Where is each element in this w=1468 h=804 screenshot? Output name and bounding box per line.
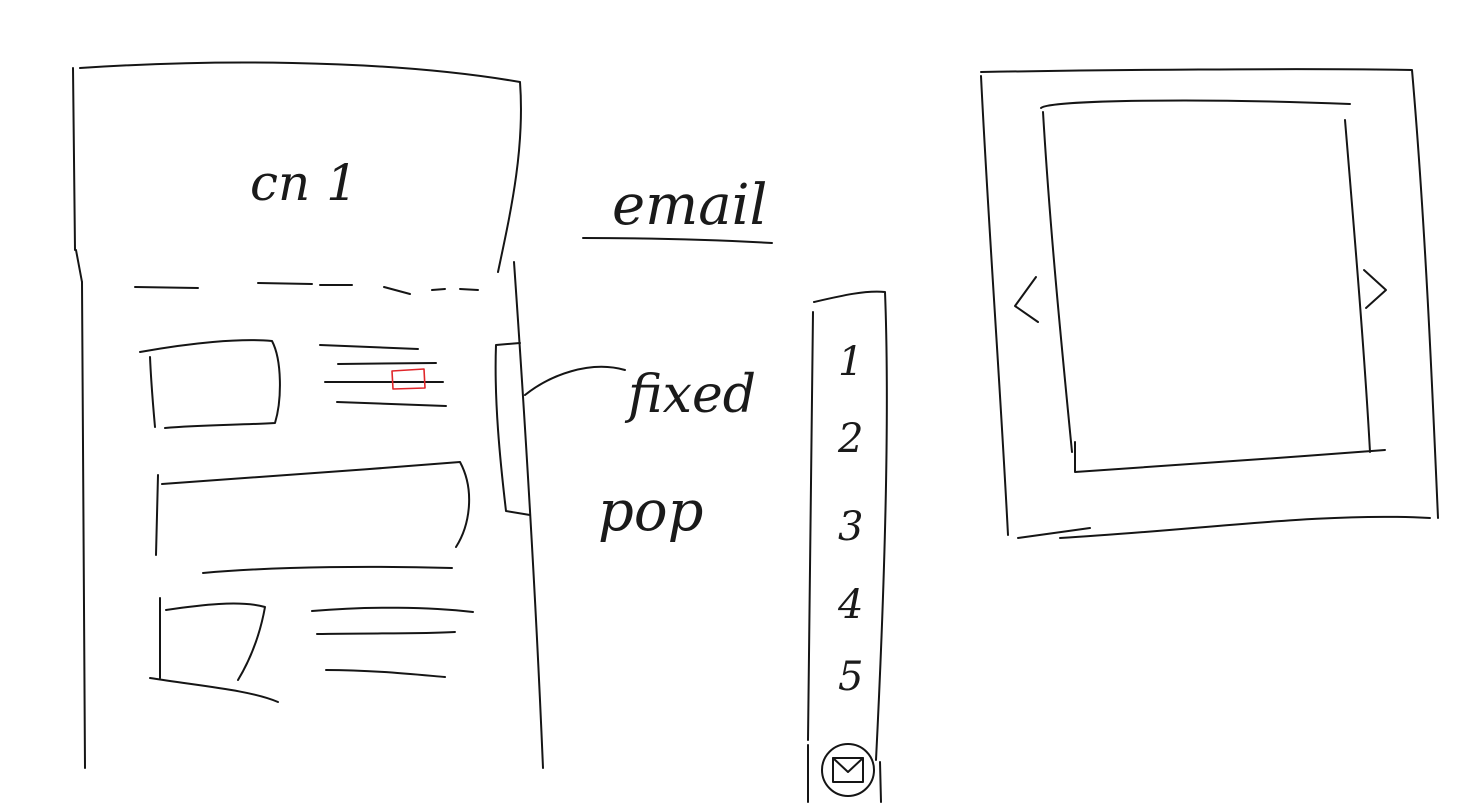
email-label: email bbox=[612, 173, 767, 238]
list-item-1-line-4 bbox=[336, 401, 447, 407]
list-item-2-card bbox=[155, 461, 471, 556]
carousel-mockup bbox=[980, 68, 1439, 539]
carousel-inner-frame bbox=[1040, 99, 1386, 473]
pop-label: pop bbox=[598, 479, 703, 544]
list-item-1-thumb bbox=[139, 339, 281, 429]
page-number-2[interactable]: 2 bbox=[837, 416, 863, 462]
fixed-callout-line bbox=[524, 365, 626, 396]
list-item-3-line-3 bbox=[325, 669, 446, 678]
fixed-side-tab bbox=[494, 342, 531, 516]
phone-body-left-edge bbox=[81, 281, 86, 769]
email-underline bbox=[582, 237, 773, 244]
phone-body-right-edge bbox=[513, 261, 544, 769]
fixed-label: fixed bbox=[624, 365, 756, 425]
pagination-bar-outline bbox=[807, 290, 888, 803]
list-item-3-thumb bbox=[149, 597, 279, 703]
header-dashed-divider bbox=[134, 282, 479, 295]
list-item-1-line-2 bbox=[337, 362, 437, 365]
page-number-1[interactable]: 1 bbox=[838, 339, 863, 385]
carousel-next-arrow[interactable] bbox=[1363, 269, 1387, 309]
list-item-2-baseline bbox=[202, 565, 453, 574]
page-number-5[interactable]: 5 bbox=[838, 654, 863, 700]
phone-header-left-tick bbox=[75, 249, 83, 283]
list-item-3-line-1 bbox=[311, 606, 474, 613]
annotations: email fixed pop bbox=[524, 173, 773, 544]
phone-header-box bbox=[72, 61, 522, 273]
list-item-1-line-1 bbox=[319, 344, 419, 350]
mail-icon[interactable] bbox=[821, 743, 875, 797]
page-number-3[interactable]: 3 bbox=[838, 504, 863, 550]
highlight-badge bbox=[391, 368, 426, 390]
pagination-bar: 1 2 3 4 5 bbox=[807, 290, 888, 803]
page-number-4[interactable]: 4 bbox=[837, 582, 863, 628]
phone-mockup: cn 1 bbox=[72, 61, 544, 769]
carousel-prev-arrow[interactable] bbox=[1014, 276, 1039, 323]
phone-header-title: cn 1 bbox=[250, 154, 358, 212]
list-item-3-line-2 bbox=[316, 631, 456, 635]
carousel-outer-frame bbox=[980, 68, 1439, 539]
